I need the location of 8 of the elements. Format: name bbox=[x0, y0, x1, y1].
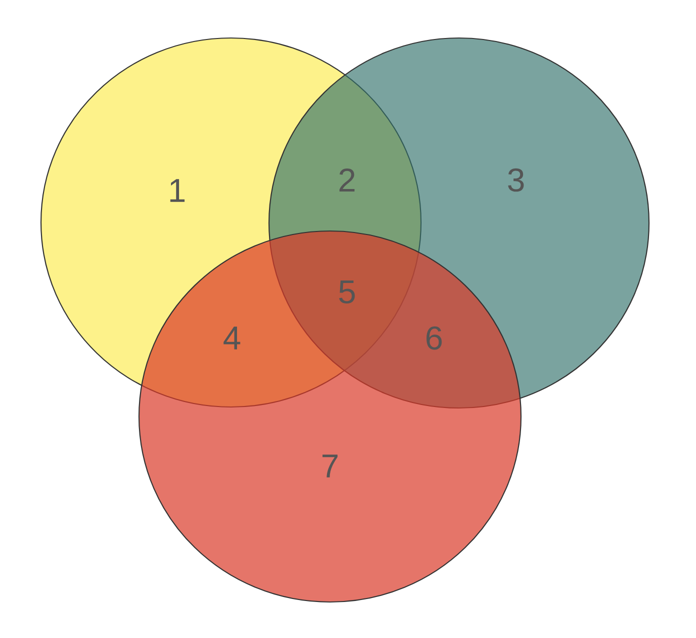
region-number: 4 bbox=[224, 326, 240, 350]
region-number: 2 bbox=[340, 168, 355, 192]
region-number: 3 bbox=[508, 168, 524, 192]
venn-circle bbox=[138, 230, 522, 603]
region-number: 7 bbox=[322, 454, 338, 478]
region-number: 5 bbox=[339, 280, 355, 304]
region-number: 1 bbox=[170, 179, 185, 202]
region-number: 6 bbox=[426, 326, 442, 350]
